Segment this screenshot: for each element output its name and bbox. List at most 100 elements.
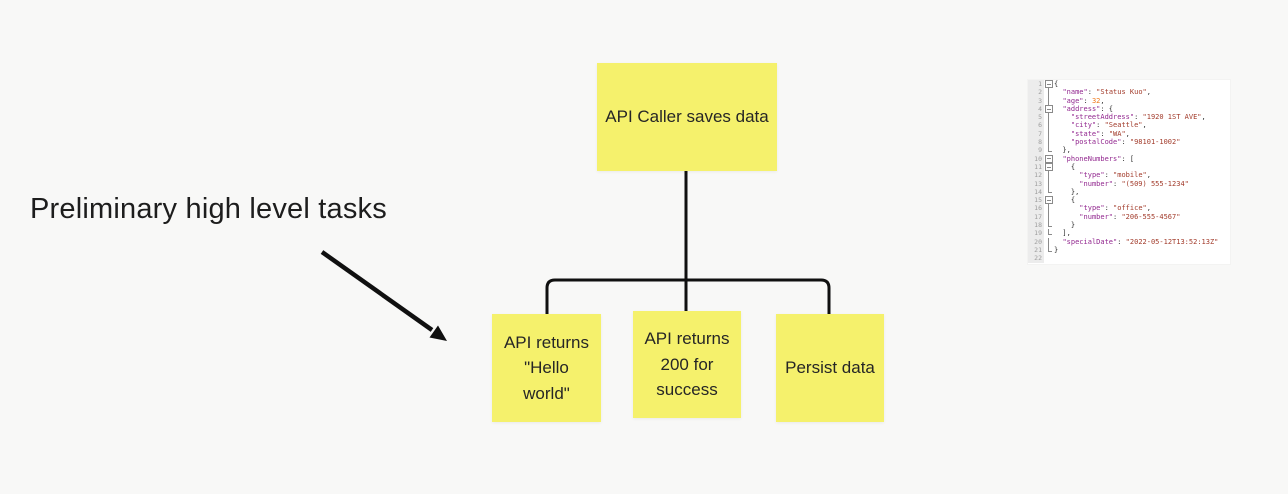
fold-marker-icon [1044, 221, 1054, 230]
code-text: "state": "WA", [1070, 129, 1130, 138]
code-line: 17 "number": "206-555-4567" [1028, 212, 1230, 222]
line-number: 21 [1028, 245, 1044, 255]
line-number: 12 [1028, 171, 1044, 180]
fold-marker-icon [1044, 171, 1054, 180]
code-line: 15 { [1028, 196, 1230, 205]
fold-marker-icon [1044, 88, 1054, 97]
line-number: 17 [1028, 212, 1044, 222]
sticky-note-hello-world[interactable]: API returns "Hello world" [492, 314, 601, 422]
code-text: "city": "Seattle", [1070, 121, 1147, 130]
line-number: 7 [1028, 129, 1044, 139]
fold-marker-icon [1044, 96, 1054, 106]
fold-marker-icon [1044, 80, 1054, 89]
code-text: "streetAddress": "1920 1ST AVE", [1070, 113, 1206, 122]
line-number: 1 [1028, 80, 1044, 89]
fold-marker-icon [1044, 146, 1054, 155]
code-line: 3 "age": 32, [1028, 96, 1230, 106]
code-line: 7 "state": "WA", [1028, 129, 1230, 139]
fold-marker-icon [1044, 154, 1054, 163]
fold-marker-icon [1044, 204, 1054, 214]
fold-marker-icon [1044, 254, 1054, 263]
code-line: 19 ], [1028, 229, 1230, 238]
code-line: 11 { [1028, 162, 1230, 172]
code-text: { [1054, 162, 1076, 171]
page-title[interactable]: Preliminary high level tasks [30, 193, 387, 225]
code-text: "phoneNumbers": [ [1062, 154, 1135, 163]
code-line: 14 }, [1028, 187, 1230, 197]
code-text: { [1054, 80, 1059, 88]
line-number: 2 [1028, 88, 1044, 97]
code-text: "type": "office", [1079, 204, 1151, 213]
code-text: }, [1054, 187, 1080, 196]
code-text: } [1054, 245, 1059, 254]
code-lines: 1{2 "name": "Status Kuo",3 "age": 32,4 "… [1028, 80, 1230, 263]
code-text: "address": { [1062, 104, 1114, 113]
code-line: 5 "streetAddress": "1920 1ST AVE", [1028, 113, 1230, 122]
code-line: 16 "type": "office", [1028, 204, 1230, 214]
tree-connector-lines[interactable] [545, 171, 831, 314]
code-line: 22 [1028, 254, 1230, 263]
code-text: "number": "206-555-4567" [1079, 212, 1181, 221]
line-number: 13 [1028, 179, 1044, 188]
sticky-note-label: API Caller saves data [605, 107, 769, 127]
code-line: 12 "type": "mobile", [1028, 171, 1230, 180]
code-text: "age": 32, [1062, 96, 1105, 105]
fold-marker-icon [1044, 237, 1054, 247]
fold-marker-icon [1044, 121, 1054, 131]
fold-marker-icon [1044, 162, 1054, 172]
code-text [1054, 254, 1230, 262]
line-number: 3 [1028, 96, 1044, 105]
code-line: 10 "phoneNumbers": [ [1028, 154, 1230, 163]
line-number: 8 [1028, 138, 1044, 147]
code-text: }, [1054, 146, 1071, 155]
fold-marker-icon [1044, 212, 1054, 222]
sticky-note-persist-data[interactable]: Persist data [776, 314, 884, 422]
fold-marker-icon [1044, 138, 1054, 147]
line-number: 19 [1028, 229, 1044, 238]
line-number: 6 [1028, 121, 1044, 130]
code-text: "postalCode": "98101-1002" [1070, 138, 1181, 147]
code-text: "number": "(509) 555-1234" [1079, 179, 1189, 188]
line-number: 14 [1028, 187, 1044, 197]
code-line: 4 "address": { [1028, 104, 1230, 114]
arrow-icon[interactable] [320, 250, 447, 341]
line-number: 22 [1028, 254, 1044, 263]
sticky-note-label: API returns "Hello world" [503, 332, 590, 403]
line-number: 9 [1028, 146, 1044, 155]
sticky-note-label: API returns 200 for success [644, 329, 730, 400]
code-line: 6 "city": "Seattle", [1028, 121, 1230, 131]
code-text: ], [1054, 229, 1071, 238]
code-text: "name": "Status Kuo", [1062, 88, 1151, 97]
line-number: 4 [1028, 104, 1044, 114]
code-line: 1{ [1028, 80, 1230, 89]
line-number: 16 [1028, 204, 1044, 213]
line-number: 10 [1028, 154, 1044, 163]
sticky-note-200-success[interactable]: API returns 200 for success [633, 311, 741, 418]
code-line: 18 } [1028, 221, 1230, 230]
fold-marker-icon [1044, 229, 1054, 238]
fold-marker-icon [1044, 129, 1054, 139]
code-text: } [1054, 221, 1076, 230]
line-number: 11 [1028, 162, 1044, 172]
code-line: 9 }, [1028, 146, 1230, 155]
line-number: 15 [1028, 196, 1044, 205]
code-line: 21} [1028, 245, 1230, 255]
fold-marker-icon [1044, 113, 1054, 122]
line-number: 20 [1028, 237, 1044, 246]
line-number: 18 [1028, 221, 1044, 230]
fold-marker-icon [1044, 104, 1054, 114]
code-line: 13 "number": "(509) 555-1234" [1028, 179, 1230, 189]
fold-marker-icon [1044, 196, 1054, 205]
code-line: 2 "name": "Status Kuo", [1028, 88, 1230, 97]
line-number: 5 [1028, 113, 1044, 122]
code-text: { [1054, 196, 1076, 205]
code-line: 20 "specialDate": "2022-05-12T13:52:13Z" [1028, 237, 1230, 247]
fold-marker-icon [1044, 245, 1054, 255]
json-code-snippet[interactable]: 1{2 "name": "Status Kuo",3 "age": 32,4 "… [1028, 80, 1230, 264]
fold-marker-icon [1044, 179, 1054, 189]
sticky-note-root[interactable]: API Caller saves data [597, 63, 777, 171]
sticky-note-label: Persist data [785, 358, 875, 378]
fold-marker-icon [1044, 187, 1054, 197]
code-text: "specialDate": "2022-05-12T13:52:13Z" [1062, 237, 1219, 246]
